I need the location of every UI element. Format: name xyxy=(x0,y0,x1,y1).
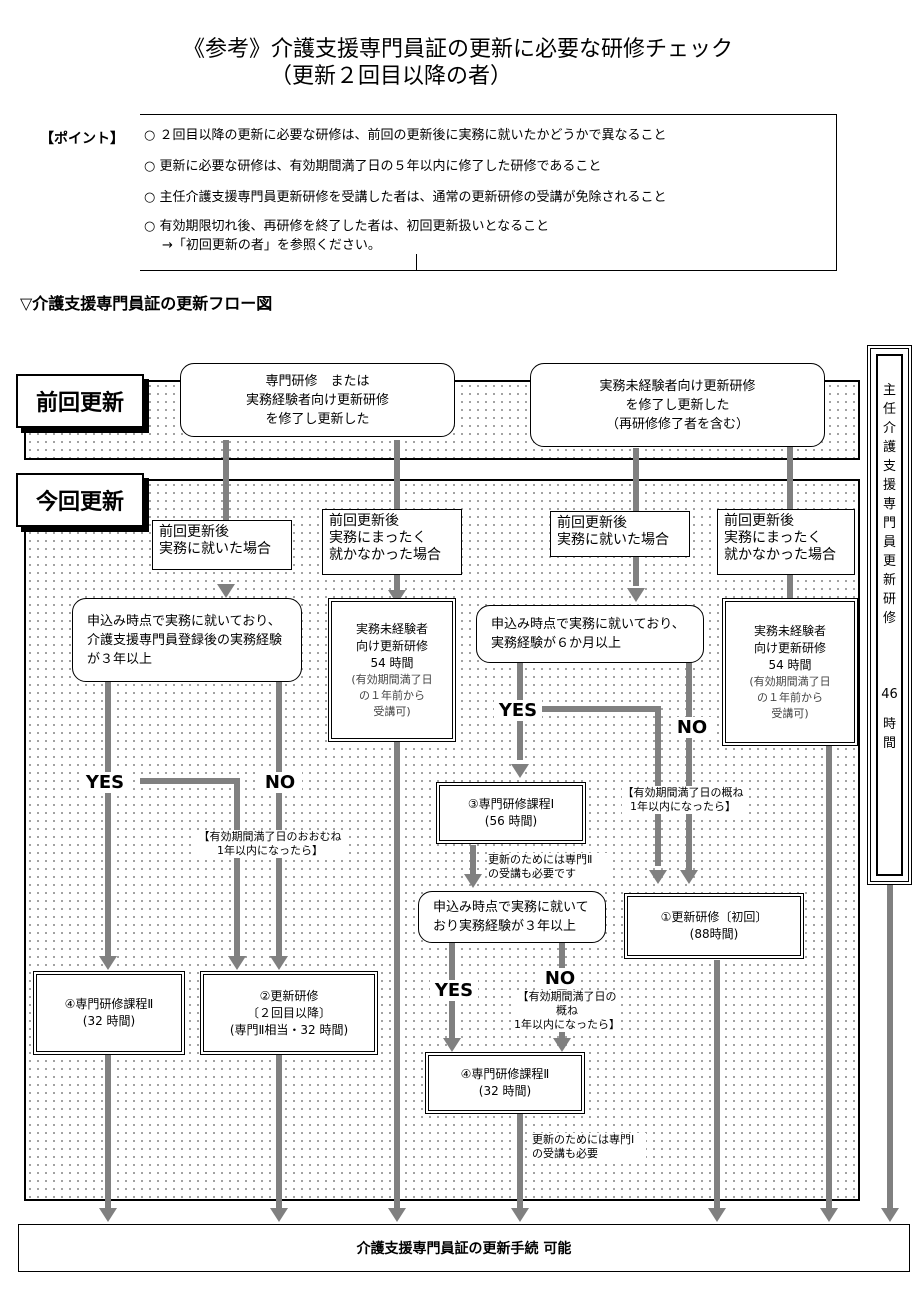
final-renewal-box: 介護支援専門員証の更新手続 可能 xyxy=(18,1224,910,1272)
arrow-line xyxy=(223,440,229,570)
yes-label-right: YES xyxy=(494,700,542,721)
course-title: ④専門研修課程Ⅱ xyxy=(460,1067,550,1081)
prev-unexperienced-box: 実務未経験者向け更新研修 を修了し更新した （再研修修了者を含む） xyxy=(530,363,825,447)
page-title-line1: 《参考》介護支援専門員証の更新に必要な研修チェック xyxy=(183,37,734,62)
unexp-course-right: 実務未経験者 向け更新研修 54 時間 (有効期間満了日 の１年前から 受講可) xyxy=(722,598,858,746)
unexp-course-hours: 54 時間 xyxy=(370,655,414,670)
course-title: ①更新研修〔初回〕 xyxy=(660,910,768,924)
course-specialist-1: ③専門研修課程Ⅰ (56 時間) xyxy=(436,782,586,844)
point-item: →「初回更新の者」を参照ください。 xyxy=(162,238,381,253)
cond-not-worked-left: 前回更新後 実務にまったく 就かなかった場合 xyxy=(322,509,462,575)
course-first-update: ①更新研修〔初回〕 (88時間) xyxy=(624,893,804,959)
chief-update-course-box: 主任介護支援専門員更新研修 46 時間 xyxy=(867,345,912,885)
point-item: ○ 主任介護支援専門員更新研修を受講した者は、通常の更新研修の受講が免除されるこ… xyxy=(144,190,667,205)
cond-worked-left: 前回更新後 実務に就いた場合 xyxy=(152,520,292,570)
course-specialist-2-mid: ④専門研修課程Ⅱ (32 時間) xyxy=(425,1052,585,1114)
flow-title: ▽介護支援専門員証の更新フロー図 xyxy=(20,294,273,313)
course-subtitle: 〔２回目以降〕 xyxy=(246,1005,331,1020)
previous-label: 前回更新 xyxy=(16,374,144,428)
current-label: 今回更新 xyxy=(16,473,144,527)
yes-label-left: YES xyxy=(80,772,130,793)
course-hours: (32 時間) xyxy=(82,1014,136,1028)
prev-specialist-box: 専門研修 または 実務経験者向け更新研修 を修了し更新した xyxy=(180,363,455,437)
page-title-line2: （更新２回目以降の者） xyxy=(270,64,513,89)
note-approx-right: 【有効期間満了日の概ね 1年以内になったら】 xyxy=(622,786,744,814)
course-title: ③専門研修課程Ⅰ xyxy=(467,797,555,811)
point-item: ○ ２回目以降の更新に必要な研修は、前回の更新後に実務に就いたかどうかで異なるこ… xyxy=(144,128,667,143)
question-3yrs-mid: 申込み時点で実務に就いて おり実務経験が３年以上 xyxy=(418,891,606,943)
point-label: 【ポイント】 xyxy=(40,131,124,147)
unexp-course-left: 実務未経験者 向け更新研修 54 時間 (有効期間満了日 の１年前から 受講可) xyxy=(328,598,456,742)
course-update-2nd: ②更新研修 〔２回目以降〕 (専門Ⅱ相当・32 時間) xyxy=(200,971,378,1055)
course-title: ②更新研修 xyxy=(259,988,319,1003)
unexp-course-note: (有効期間満了日 の１年前から 受講可) xyxy=(351,672,433,718)
course-hours: (88時間) xyxy=(689,927,739,941)
note-need-course2: 更新のためには専門Ⅱ の受講も必要です xyxy=(488,853,610,881)
note-approx-mid: 【有効期間満了日の概ね 1年以内になったら】 xyxy=(514,990,620,1032)
no-label-right: NO xyxy=(672,717,712,738)
cond-not-worked-right: 前回更新後 実務にまったく 就かなかった場合 xyxy=(717,509,855,575)
no-label-left: NO xyxy=(258,772,302,793)
unexp-course-title: 実務未経験者 向け更新研修 xyxy=(355,621,428,653)
course-hours: (56 時間) xyxy=(484,814,538,828)
unexp-course-note: (有効期間満了日 の１年前から 受講可) xyxy=(749,674,831,720)
course-hours: (専門Ⅱ相当・32 時間) xyxy=(229,1022,349,1037)
unexp-course-hours: 54 時間 xyxy=(768,657,812,672)
unexp-course-title: 実務未経験者 向け更新研修 xyxy=(753,623,826,655)
chief-update-course-hours: 46 xyxy=(881,687,898,702)
yes-label-mid: YES xyxy=(430,980,478,1001)
course-hours: (32 時間) xyxy=(478,1084,532,1098)
no-label-mid: NO xyxy=(540,968,580,989)
note-need-course1: 更新のためには専門Ⅰ の受講も必要 xyxy=(532,1133,646,1161)
point-box-top xyxy=(134,114,837,115)
cond-worked-right: 前回更新後 実務に就いた場合 xyxy=(550,511,690,557)
course-specialist-2-left: ④専門研修課程Ⅱ (32 時間) xyxy=(33,971,185,1055)
course-title: ④専門研修課程Ⅱ xyxy=(64,997,154,1011)
chief-update-course-label: 主任介護支援専門員更新研修 xyxy=(882,383,896,626)
chief-update-course-unit: 時間 xyxy=(882,717,896,751)
note-approx-left: 【有効期間満了日のおおむね 1年以内になったら】 xyxy=(196,830,344,858)
point-item: ○ 有効期限切れ後、再研修を終了した者は、初回更新扱いとなること xyxy=(144,219,550,234)
question-3yrs-left: 申込み時点で実務に就いており、 介護支援専門員登録後の実務経験 が３年以上 xyxy=(72,598,302,682)
point-item: ○ 更新に必要な研修は、有効期間満了日の５年以内に修了した研修であること xyxy=(144,159,602,174)
question-6months: 申込み時点で実務に就いており、 実務経験が６か月以上 xyxy=(476,605,704,663)
